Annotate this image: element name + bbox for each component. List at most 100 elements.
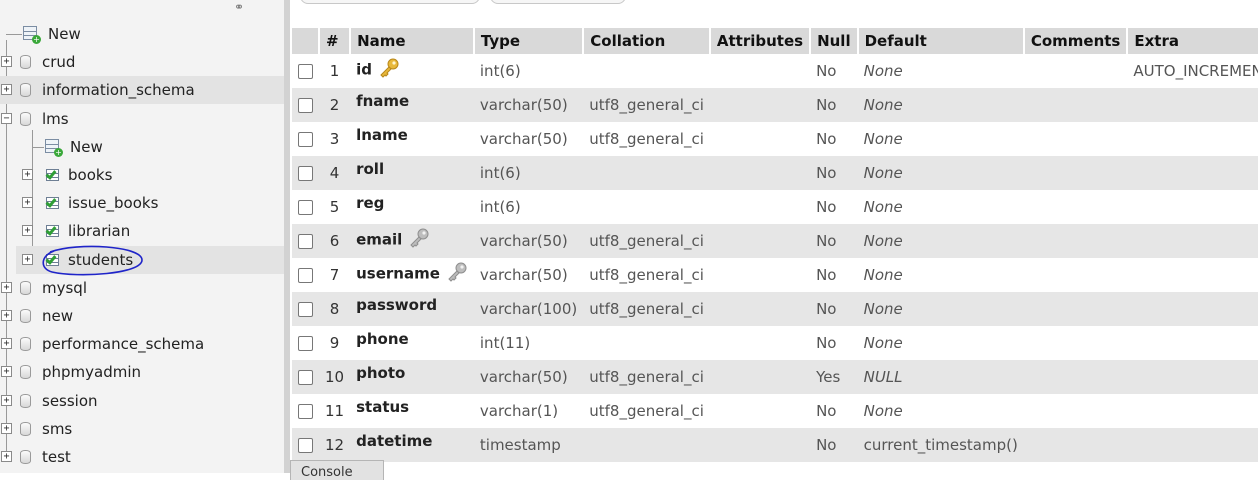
row-checkbox[interactable] [298, 370, 313, 385]
table-row[interactable]: 2 fname varchar(50) utf8_general_ci No N… [292, 88, 1258, 122]
nav-table-item[interactable]: + books [16, 161, 284, 189]
nav-db-item[interactable]: + crud [0, 48, 284, 76]
row-checkbox[interactable] [298, 234, 313, 249]
column-name[interactable]: photo [356, 364, 406, 382]
nav-db-item[interactable]: + session [0, 387, 284, 415]
column-default: None [857, 292, 1024, 326]
column-name[interactable]: email [356, 230, 403, 249]
column-type: varchar(50) [473, 224, 584, 258]
nav-table-item[interactable]: + students [16, 245, 284, 274]
header-null[interactable]: Null [809, 28, 858, 54]
nav-db-item[interactable]: + new [0, 302, 284, 330]
table-row[interactable]: 10 photo varchar(50) utf8_general_ci Yes… [292, 360, 1258, 394]
expand-toggle[interactable]: − [1, 112, 12, 124]
column-null: No [810, 190, 858, 224]
header-num[interactable]: # [317, 28, 351, 54]
header-attributes[interactable]: Attributes [708, 28, 811, 54]
row-checkbox[interactable] [298, 268, 313, 283]
top-button[interactable] [490, 0, 626, 4]
column-name-cell: id [350, 54, 474, 88]
expand-toggle[interactable]: + [22, 253, 33, 265]
header-default[interactable]: Default [856, 28, 1024, 54]
nav-db-item[interactable]: + mysql [0, 274, 284, 302]
table-row[interactable]: 4 roll int(6) No None [292, 156, 1258, 190]
column-type: varchar(50) [473, 258, 584, 292]
table-row[interactable]: 5 reg int(6) No None [292, 190, 1258, 224]
row-checkbox[interactable] [298, 302, 313, 317]
column-null: No [810, 88, 858, 122]
header-type[interactable]: Type [472, 28, 584, 54]
nav-db-item[interactable]: + phpmyadmin [0, 358, 284, 386]
top-button[interactable] [300, 0, 480, 4]
expand-toggle[interactable]: + [1, 366, 12, 378]
column-extra [1127, 292, 1258, 326]
table-row[interactable]: 8 password varchar(100) utf8_general_ci … [292, 292, 1258, 326]
nav-item-label: issue_books [68, 194, 159, 213]
nav-item-label: mysql [42, 278, 87, 297]
row-checkbox[interactable] [298, 200, 313, 215]
table-row[interactable]: 1 id int(6) No None AUTO_INCREMENT [292, 54, 1258, 88]
header-name[interactable]: Name [349, 28, 474, 54]
row-checkbox[interactable] [298, 64, 313, 79]
table-row[interactable]: 7 username varchar(50) utf8_general_ci N… [292, 258, 1258, 292]
nav-db-item[interactable]: + test [0, 443, 284, 471]
column-name[interactable]: status [356, 398, 410, 416]
unique-key-icon [408, 228, 430, 252]
header-comments[interactable]: Comments [1022, 28, 1128, 54]
nav-db-item[interactable]: + performance_schema [0, 330, 284, 358]
table-row[interactable]: 3 lname varchar(50) utf8_general_ci No N… [292, 122, 1258, 156]
expand-toggle[interactable]: + [1, 451, 12, 462]
console-tab[interactable]: Console [290, 460, 384, 480]
row-checkbox-cell [292, 224, 319, 258]
nav-item-new[interactable]: + New [22, 20, 284, 48]
expand-toggle[interactable]: + [1, 281, 12, 293]
nav-db-item[interactable]: + information_schema [0, 76, 284, 105]
row-checkbox[interactable] [298, 438, 313, 453]
column-name[interactable]: lname [356, 126, 408, 144]
expand-toggle[interactable]: + [22, 169, 33, 180]
row-checkbox[interactable] [298, 336, 313, 351]
column-default: NULL [857, 360, 1024, 394]
header-extra[interactable]: Extra [1126, 28, 1258, 54]
expand-toggle[interactable]: + [1, 422, 12, 434]
table-row[interactable]: 12 datetime timestamp No current_timesta… [292, 428, 1258, 462]
nav-table-item[interactable]: + librarian [16, 217, 284, 245]
nav-table-item[interactable]: + issue_books [16, 189, 284, 217]
header-collation[interactable]: Collation [582, 28, 710, 54]
table-row[interactable]: 9 phone int(11) No None [292, 326, 1258, 360]
column-name[interactable]: phone [356, 330, 409, 348]
column-name-cell: photo [350, 360, 474, 394]
column-name[interactable]: reg [356, 194, 385, 212]
expand-toggle[interactable]: + [1, 338, 12, 350]
database-icon [20, 111, 31, 126]
expand-toggle[interactable]: + [1, 394, 12, 406]
column-comments [1023, 224, 1128, 258]
nav-item-new-table[interactable]: + New [44, 133, 284, 161]
column-name[interactable]: datetime [356, 432, 433, 450]
column-collation: utf8_general_ci [583, 258, 710, 292]
column-attributes [709, 428, 811, 462]
row-checkbox[interactable] [298, 166, 313, 181]
expand-toggle[interactable]: + [22, 225, 33, 237]
table-row[interactable]: 11 status varchar(1) utf8_general_ci No … [292, 394, 1258, 428]
column-name[interactable]: fname [356, 92, 410, 110]
table-row[interactable]: 6 email varchar(50) utf8_general_ci No N… [292, 224, 1258, 258]
panel-resizer[interactable] [284, 0, 290, 473]
nav-db-item[interactable]: − lms [0, 105, 284, 133]
row-checkbox[interactable] [298, 98, 313, 113]
nav-db-item[interactable]: + sms [0, 415, 284, 443]
column-name[interactable]: roll [356, 160, 385, 178]
column-attributes [709, 190, 811, 224]
row-checkbox[interactable] [298, 404, 313, 419]
expand-toggle[interactable]: + [1, 84, 12, 96]
row-checkbox-cell [292, 54, 319, 88]
expand-toggle[interactable]: + [1, 310, 12, 321]
expand-toggle[interactable]: + [22, 197, 33, 209]
expand-toggle[interactable]: + [1, 56, 12, 68]
row-checkbox[interactable] [298, 132, 313, 147]
column-extra [1127, 394, 1258, 428]
column-name[interactable]: username [356, 264, 440, 283]
column-name[interactable]: password [356, 296, 438, 314]
column-name[interactable]: id [356, 60, 372, 79]
link-icon[interactable]: ⚭ [234, 0, 245, 14]
